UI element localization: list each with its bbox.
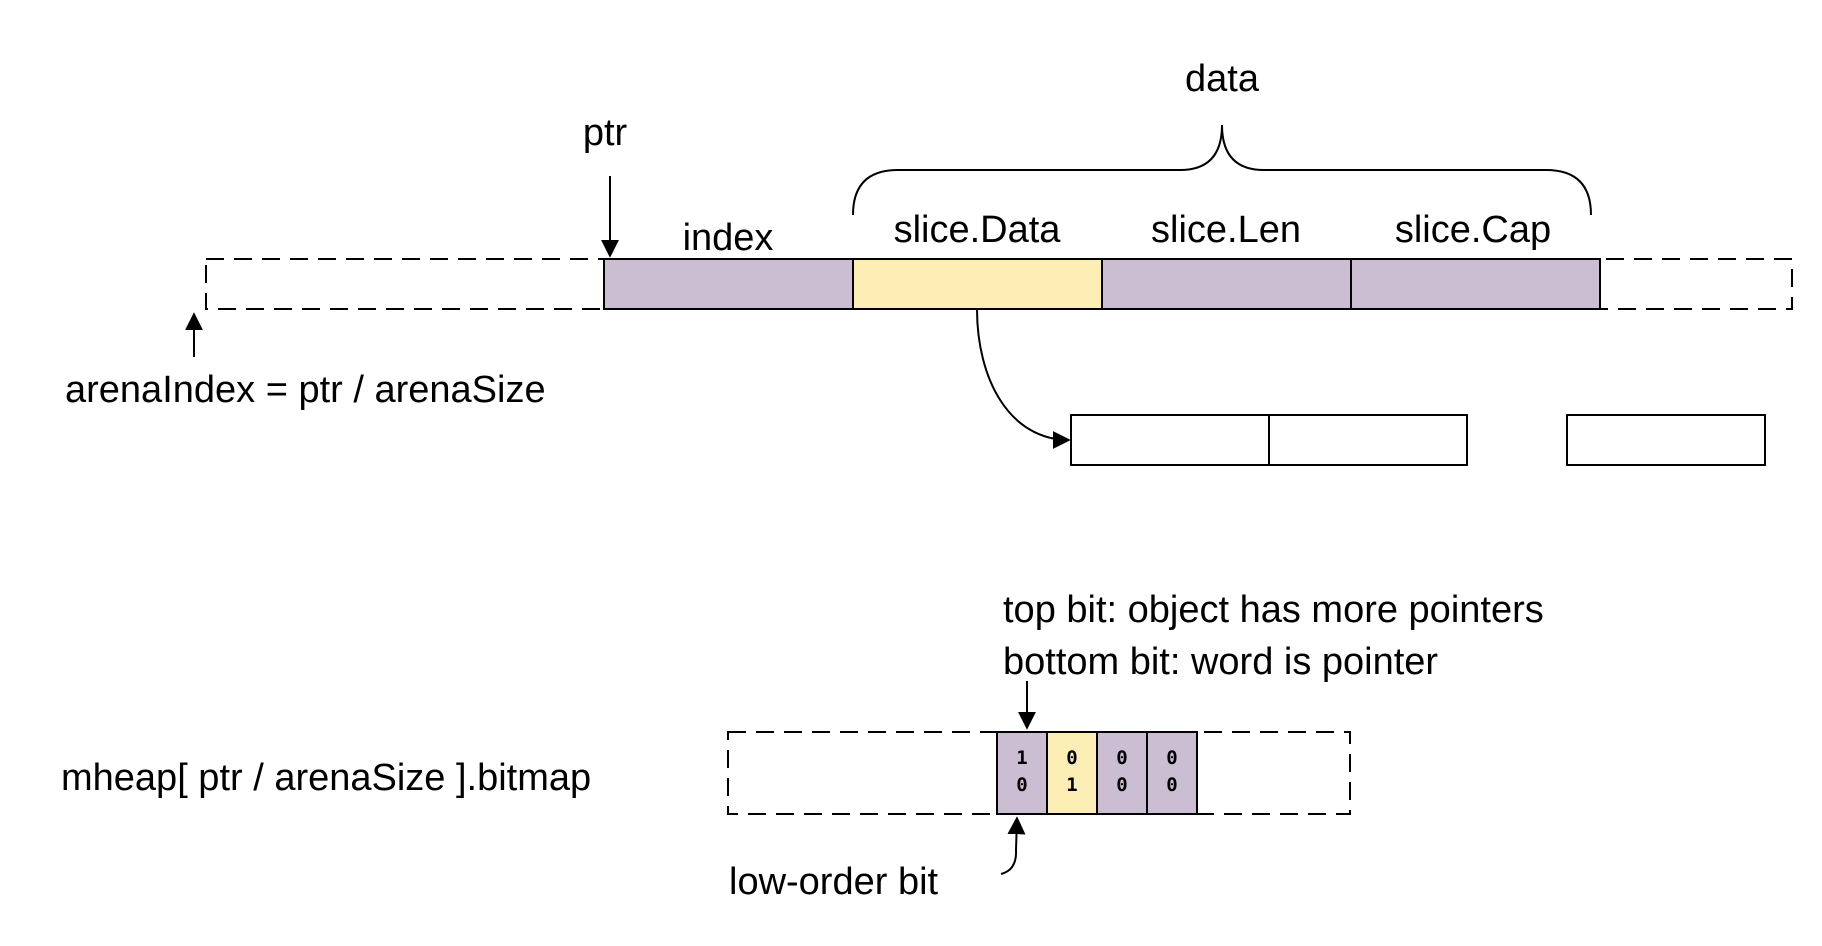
bitmap-top-bit: 0 [1116, 747, 1127, 769]
backing-array-element [1566, 414, 1766, 466]
slice-len-cell [1101, 258, 1352, 310]
slice-len-label: slice.Len [1151, 209, 1301, 251]
low-order-bit-label: low-order bit [729, 861, 939, 903]
data-label: data [1185, 58, 1260, 100]
arena-index-label: arenaIndex = ptr / arenaSize [65, 369, 546, 411]
bitmap-bottom-bit: 0 [1166, 774, 1177, 796]
ptr-label: ptr [583, 112, 628, 154]
low-order-bit-arrow [1000, 816, 1026, 875]
data-brace [852, 124, 1592, 216]
bitmap-top-bit: 0 [1066, 747, 1077, 769]
bitmap-bottom-bit: 1 [1066, 774, 1077, 796]
bottom-bit-label: bottom bit: word is pointer [1003, 641, 1438, 683]
index-cell [603, 258, 854, 310]
bitmap-bottom-bit: 0 [1116, 774, 1127, 796]
slice-data-pointer-arrow [976, 308, 1071, 449]
slice-cap-cell [1350, 258, 1601, 310]
bitmap-cell [1046, 731, 1098, 815]
bitmap-top-bit: 1 [1016, 747, 1027, 769]
bitmap-cells: 1 0 0 1 0 0 0 0 [996, 731, 1198, 815]
bitmap-bottom-bit: 0 [1016, 774, 1027, 796]
bitmap-cell [1096, 731, 1148, 815]
bitmap-cell [996, 731, 1048, 815]
slice-cap-label: slice.Cap [1395, 209, 1551, 251]
slice-data-label: slice.Data [894, 209, 1062, 251]
bitmap-cell [1146, 731, 1198, 815]
backing-array-element [1268, 414, 1468, 466]
bitmap-top-bit: 0 [1166, 747, 1177, 769]
slice-data-cell [852, 258, 1103, 310]
index-label: index [683, 217, 774, 259]
backing-array-element [1070, 414, 1270, 466]
top-bit-label: top bit: object has more pointers [1003, 589, 1544, 631]
bitmap-label: mheap[ ptr / arenaSize ].bitmap [61, 757, 591, 799]
